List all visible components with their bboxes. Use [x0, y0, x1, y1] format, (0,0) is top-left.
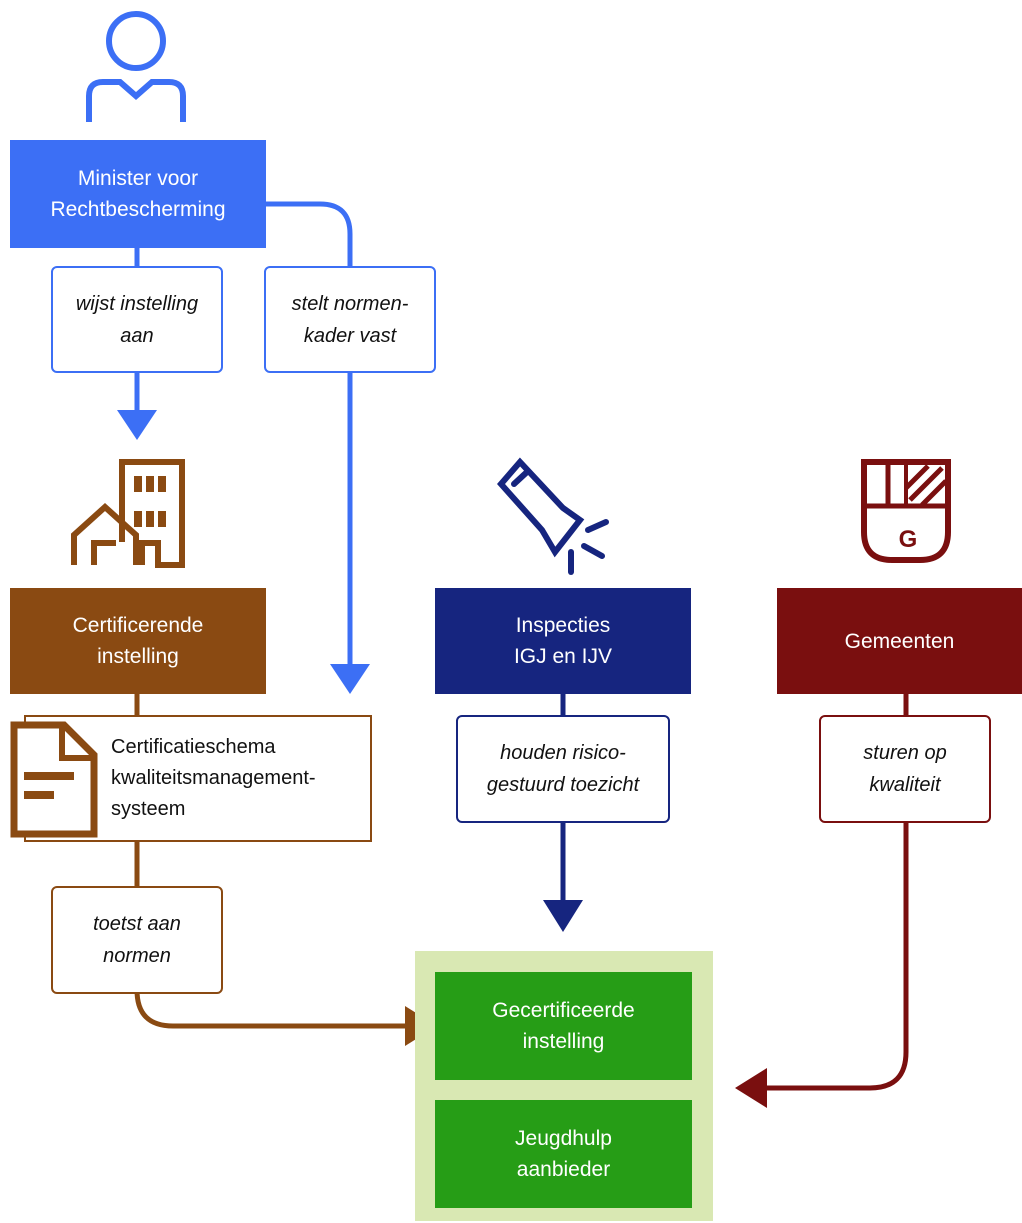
gecertificeerde-box: Gecertificeerde instelling [435, 972, 692, 1080]
gemeenten-box: Gemeenten [777, 588, 1022, 694]
gemeente-shield-letter: G [898, 526, 918, 553]
certificerende-label: Certificerende instelling [72, 614, 204, 668]
certificerende-box: Certificerende instelling [10, 588, 266, 694]
arrowhead-certificerende [117, 410, 157, 440]
arrowhead-gecertificeerde-darkred [735, 1068, 767, 1108]
gecertificeerde-label: Gecertificeerde instelling [492, 999, 635, 1053]
arrowhead-gecertificeerde-navy [543, 900, 583, 932]
jeugdhulp-box: Jeugdhulp aanbieder [435, 1100, 692, 1208]
label-sturen-op-kwaliteit: sturen op kwaliteit [819, 715, 991, 823]
minister-box: Minister voor Rechtbescherming [10, 140, 266, 248]
document-icon [10, 721, 98, 838]
minister-label: Minister voor Rechtbescherming [50, 167, 226, 221]
gemeenten-label: Gemeenten [844, 629, 955, 653]
label-wijst-instelling-aan: wijst instelling aan [51, 266, 223, 373]
arrowhead-document [330, 664, 370, 694]
jeugdhulp-label: Jeugdhulp aanbieder [515, 1127, 612, 1181]
label-houden-risicogestuurd-toezicht: houden risico- gestuurd toezicht [456, 715, 670, 823]
connector-minister-to-document [266, 201, 353, 670]
connector-gemeenten-to-gecertificeerde [760, 694, 909, 1091]
label-toetst-aan-normen: toetst aan normen [51, 886, 223, 994]
label-stelt-normenkader-vast: stelt normen- kader vast [264, 266, 436, 373]
inspecties-label: Inspecties IGJ en IJV [513, 614, 613, 668]
inspecties-box: Inspecties IGJ en IJV [435, 588, 691, 694]
certificatieschema-label: Certificatieschema kwaliteitsmanagement-… [111, 736, 316, 820]
